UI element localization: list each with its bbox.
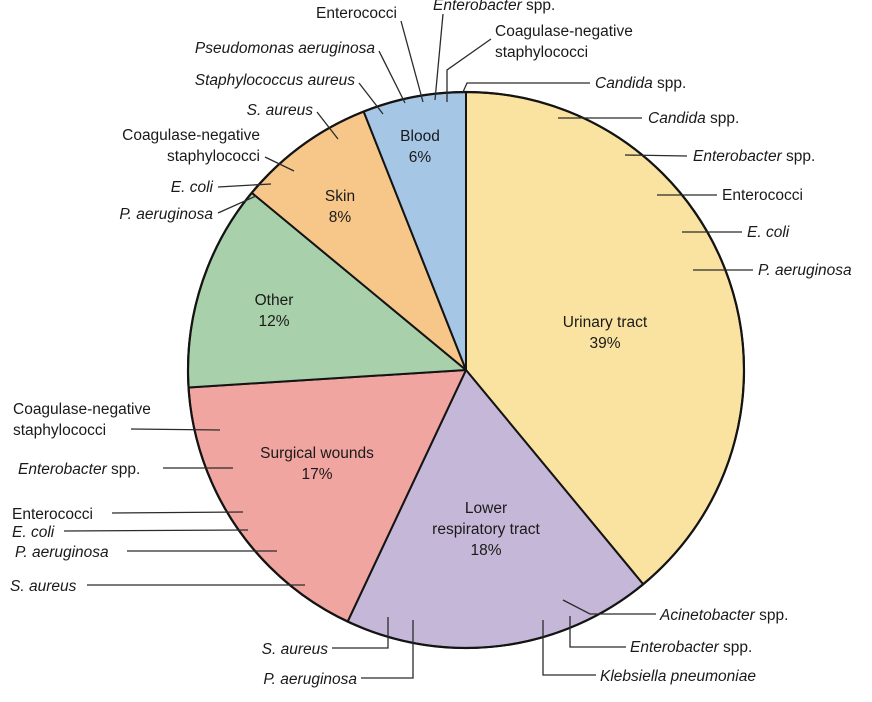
leader-line-enterococci-0 [400, 20, 424, 103]
leader-line-candida-spp-3 [462, 82, 590, 93]
pathogen-label-pseudomonas-aeruginosa-4: Pseudomonas aeruginosa [195, 40, 375, 57]
pathogen-label-candida-spp-10: Candida spp. [648, 110, 739, 127]
leader-line-s-aureus-6 [316, 111, 339, 140]
pie-outline [186, 90, 746, 650]
leader-line-enterobacter-spp-16 [569, 616, 626, 648]
pathogen-label-e-coli-13: E. coli [747, 224, 790, 241]
leader-line-s-aureus-24 [332, 617, 389, 649]
pathogen-label-p-aeruginosa-25: P. aeruginosa [263, 671, 357, 688]
leader-line-enterococci-20 [111, 511, 244, 514]
pathogen-label-enterobacter-spp-16: Enterobacter spp. [630, 639, 752, 656]
leader-lines [63, 13, 753, 679]
pathogen-label-staphylococcus-aureus-5: Staphylococcus aureus [195, 72, 356, 89]
pathogen-label-s-aureus-6: S. aureus [247, 102, 314, 119]
pathogen-label-p-aeruginosa-14: P. aeruginosa [758, 262, 852, 279]
pathogen-label-p-aeruginosa-22: P. aeruginosa [15, 544, 109, 561]
leader-line-staphylococcus-aureus-5 [358, 82, 384, 115]
pathogen-label-enterococci-0: Enterococci [316, 5, 397, 22]
leader-line-coagulase-negative-staphylococci-18 [130, 428, 221, 431]
pathogen-label-e-coli-21: E. coli [12, 524, 55, 541]
leader-line-e-coli-8 [217, 183, 272, 188]
pathogen-label-p-aeruginosa-9: P. aeruginosa [119, 206, 213, 223]
leader-line-acinetobacter-spp-15 [562, 599, 656, 615]
pathogen-label-enterobacter-spp-11: Enterobacter spp. [693, 148, 815, 165]
leader-line-coagulase-negative-staphylococci-7 [264, 156, 295, 172]
leader-line-enterobacter-spp-1 [434, 13, 444, 101]
leader-line-klebsiella-pneumoniae-17 [542, 620, 596, 676]
leader-line-enterobacter-spp-11 [624, 154, 688, 157]
pathogen-label-enterococci-12: Enterococci [722, 187, 803, 204]
pathogen-label-klebsiella-pneumoniae-17: Klebsiella pneumoniae [600, 668, 756, 685]
pie-slices [186, 90, 746, 650]
pathogen-label-e-coli-8: E. coli [171, 179, 214, 196]
pathogen-label-candida-spp-3: Candida spp. [595, 75, 686, 92]
pathogen-label-enterococci-20: Enterococci [12, 506, 93, 523]
leader-line-coagulase-negative-staphylococci-2 [446, 38, 492, 102]
leader-line-p-aeruginosa-9 [217, 195, 257, 214]
pathogen-label-acinetobacter-spp-15: Acinetobacter spp. [659, 607, 788, 624]
pathogen-label-enterobacter-spp-1: Enterobacter spp. [433, 0, 555, 14]
pathogen-label-enterobacter-spp-19: Enterobacter spp. [18, 461, 140, 478]
leader-line-p-aeruginosa-25 [361, 620, 414, 679]
leader-line-pseudomonas-aeruginosa-4 [378, 50, 406, 104]
pathogen-label-s-aureus-23: S. aureus [10, 578, 77, 595]
leader-line-e-coli-21 [63, 529, 249, 532]
pathogen-label-s-aureus-24: S. aureus [262, 641, 329, 658]
